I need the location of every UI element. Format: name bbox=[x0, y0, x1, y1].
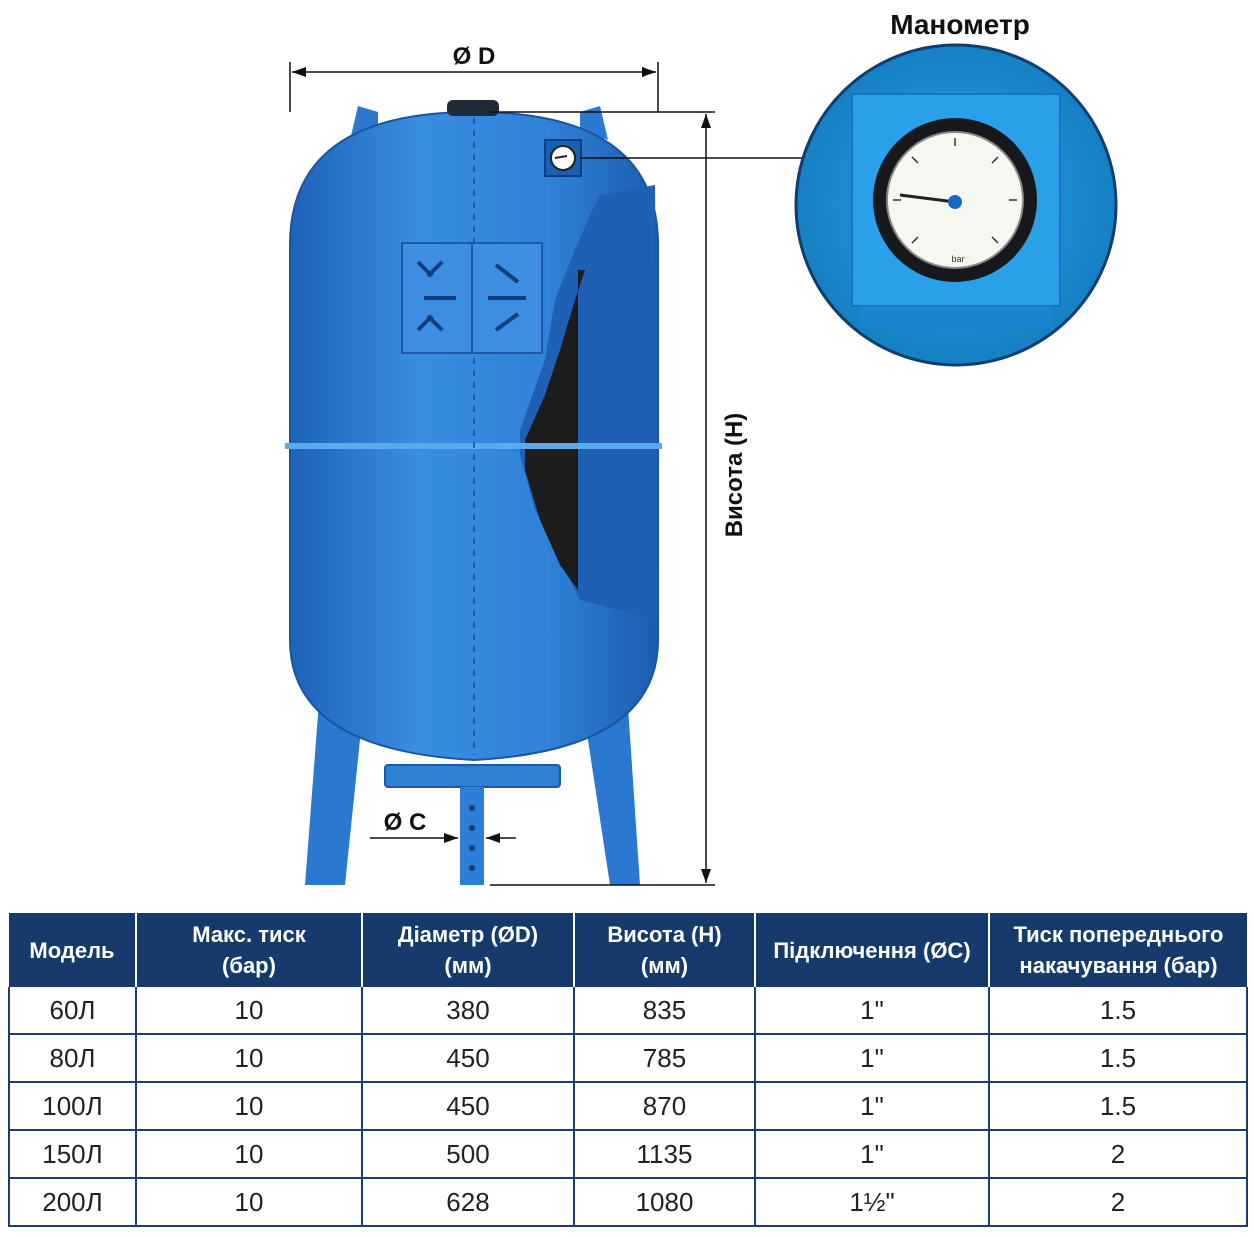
cell-diameter: 450 bbox=[361, 1034, 575, 1083]
cell-height: 1080 bbox=[573, 1178, 756, 1227]
cell-precharge: 2 bbox=[988, 1178, 1248, 1227]
cell-connection: 1" bbox=[754, 987, 990, 1035]
cell-max-pressure: 10 bbox=[135, 1130, 363, 1179]
cell-connection: 1" bbox=[754, 1082, 990, 1131]
gauge-needle bbox=[899, 193, 956, 204]
cell-height: 835 bbox=[573, 987, 756, 1035]
cell-connection: 1½" bbox=[754, 1178, 990, 1227]
cell-diameter: 380 bbox=[361, 987, 575, 1035]
connection-dimension bbox=[370, 833, 516, 843]
tank-gauge bbox=[544, 139, 582, 177]
outlet-flange bbox=[384, 764, 561, 885]
cell-max-pressure: 10 bbox=[135, 987, 363, 1035]
cell-diameter: 450 bbox=[361, 1082, 575, 1131]
membrane bbox=[525, 270, 585, 590]
cell-precharge: 1.5 bbox=[988, 1034, 1248, 1083]
cell-height: 1135 bbox=[573, 1130, 756, 1179]
tank-diagram: Ø D Висота (H) Ø C Манометр bbox=[285, 9, 1118, 886]
header-model: Модель bbox=[9, 913, 137, 987]
cell-max-pressure: 10 bbox=[135, 1178, 363, 1227]
cell-precharge: 2 bbox=[988, 1130, 1248, 1179]
cell-model: 60Л bbox=[8, 987, 137, 1035]
connection-label: Ø C bbox=[384, 809, 427, 836]
top-nipple bbox=[447, 100, 499, 116]
cell-precharge: 1.5 bbox=[988, 1082, 1248, 1131]
height-label: Висота (H) bbox=[721, 413, 748, 538]
table-header-row: Модель Макс. тиск(бар) Діаметр (ØD)(мм) … bbox=[9, 913, 1247, 987]
header-connection: Підключення (ØC) bbox=[755, 913, 990, 987]
spec-table: Модель Макс. тиск(бар) Діаметр (ØD)(мм) … bbox=[8, 913, 1248, 1227]
gauge-unit: bar bbox=[951, 254, 964, 264]
diameter-dimension bbox=[289, 62, 659, 112]
diameter-label: Ø D bbox=[453, 43, 496, 70]
cell-model: 150Л bbox=[8, 1130, 137, 1179]
header-height: Висота (H)(мм) bbox=[574, 913, 756, 987]
header-diameter: Діаметр (ØD)(мм) bbox=[362, 913, 575, 987]
cell-max-pressure: 10 bbox=[135, 1034, 363, 1083]
cell-height: 870 bbox=[573, 1082, 756, 1131]
manometer-title: Манометр bbox=[890, 9, 1030, 40]
mounting-plate bbox=[401, 242, 543, 354]
cell-model: 80Л bbox=[8, 1034, 137, 1083]
cell-model: 100Л bbox=[8, 1082, 137, 1131]
height-dimension bbox=[490, 111, 715, 886]
cell-diameter: 500 bbox=[361, 1130, 575, 1179]
manometer-zoom: bar bbox=[794, 43, 1118, 367]
header-max-pressure: Макс. тиск(бар) bbox=[136, 913, 363, 987]
cell-height: 785 bbox=[573, 1034, 756, 1083]
cell-model: 200Л bbox=[8, 1178, 137, 1227]
cell-max-pressure: 10 bbox=[135, 1082, 363, 1131]
cell-connection: 1" bbox=[754, 1130, 990, 1179]
gauge-ticks bbox=[893, 138, 1017, 244]
cell-diameter: 628 bbox=[361, 1178, 575, 1227]
cell-precharge: 1.5 bbox=[988, 987, 1248, 1035]
cell-connection: 1" bbox=[754, 1034, 990, 1083]
